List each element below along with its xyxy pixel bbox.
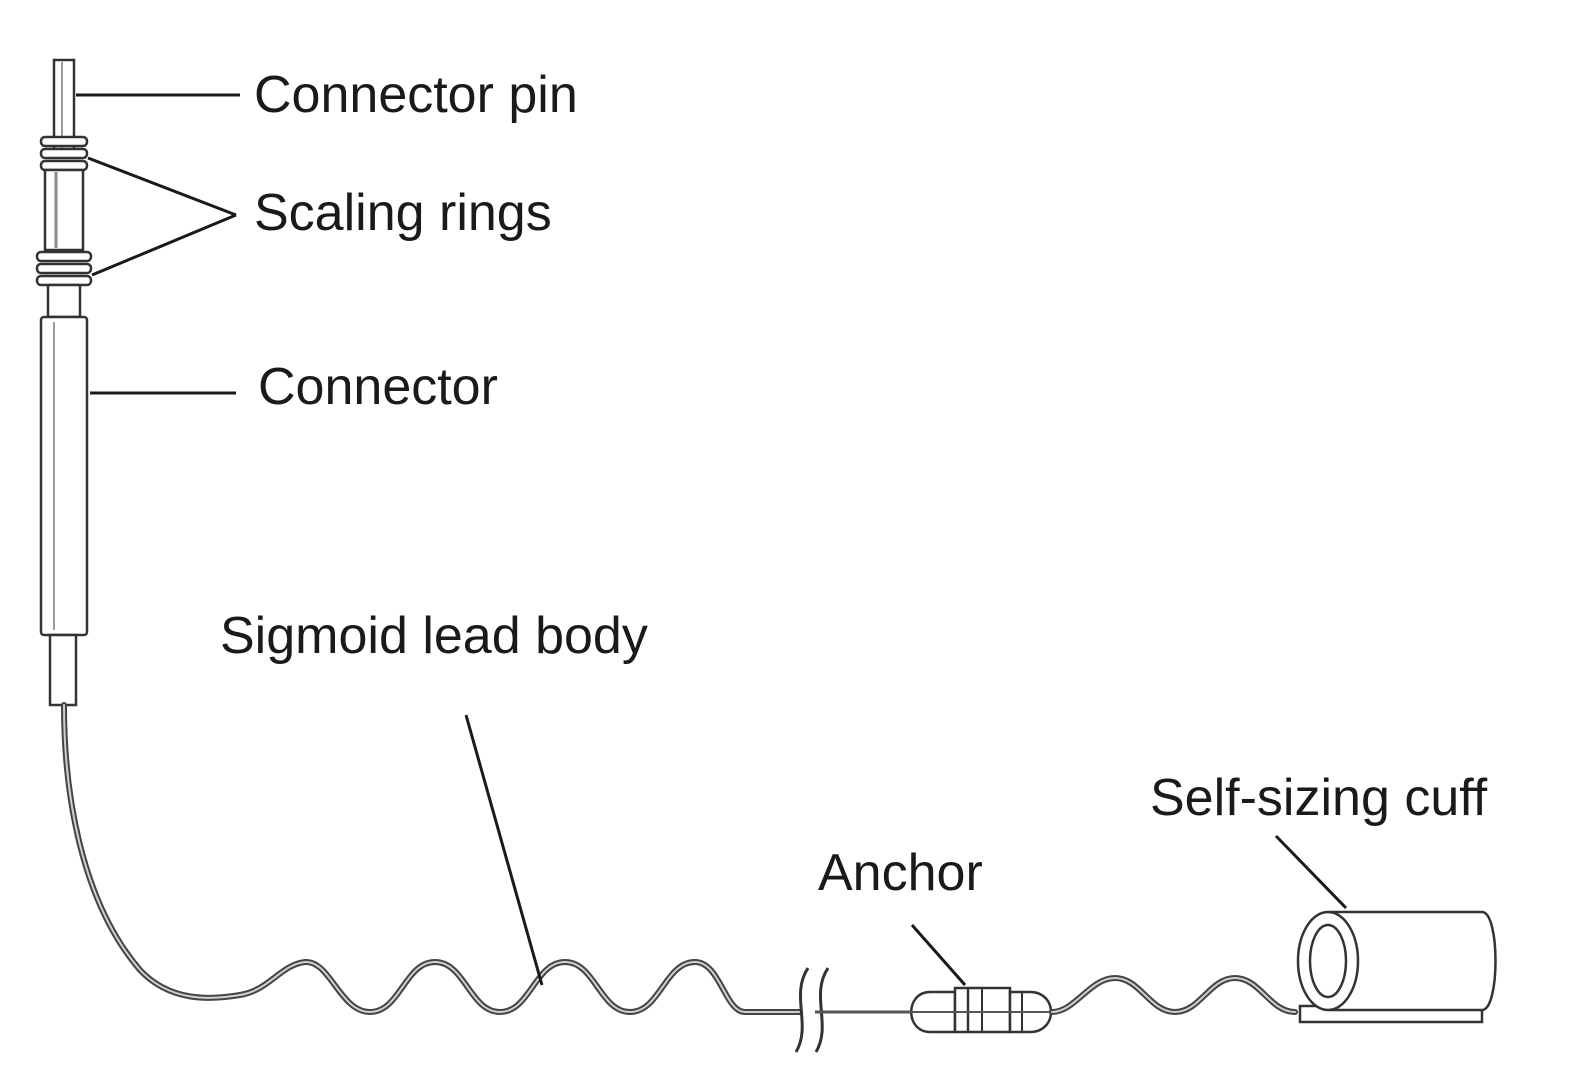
sealing-rings-label: Scaling rings <box>254 184 552 242</box>
connector-pin-label: Connector pin <box>254 66 578 124</box>
self-sizing-cuff-label: Self-sizing cuff <box>1150 769 1488 827</box>
distal-lead <box>1049 975 1298 1015</box>
leader-lines <box>76 93 1348 986</box>
strain-relief <box>48 633 78 707</box>
self-sizing-cuff <box>1296 910 1497 1024</box>
connector-label: Connector <box>258 358 498 416</box>
lower-sealing-rings <box>35 250 93 287</box>
connector-mid-body <box>43 168 85 252</box>
upper-sealing-rings <box>39 135 89 172</box>
break-symbol <box>794 967 830 1053</box>
connector-assembly <box>35 58 93 707</box>
sigmoid-lead-body-label: Sigmoid lead body <box>220 607 648 665</box>
anchor <box>908 986 1055 1034</box>
anchor-label: Anchor <box>818 844 983 902</box>
connector-body <box>39 315 89 637</box>
sigmoid-lead-body <box>61 702 803 1015</box>
